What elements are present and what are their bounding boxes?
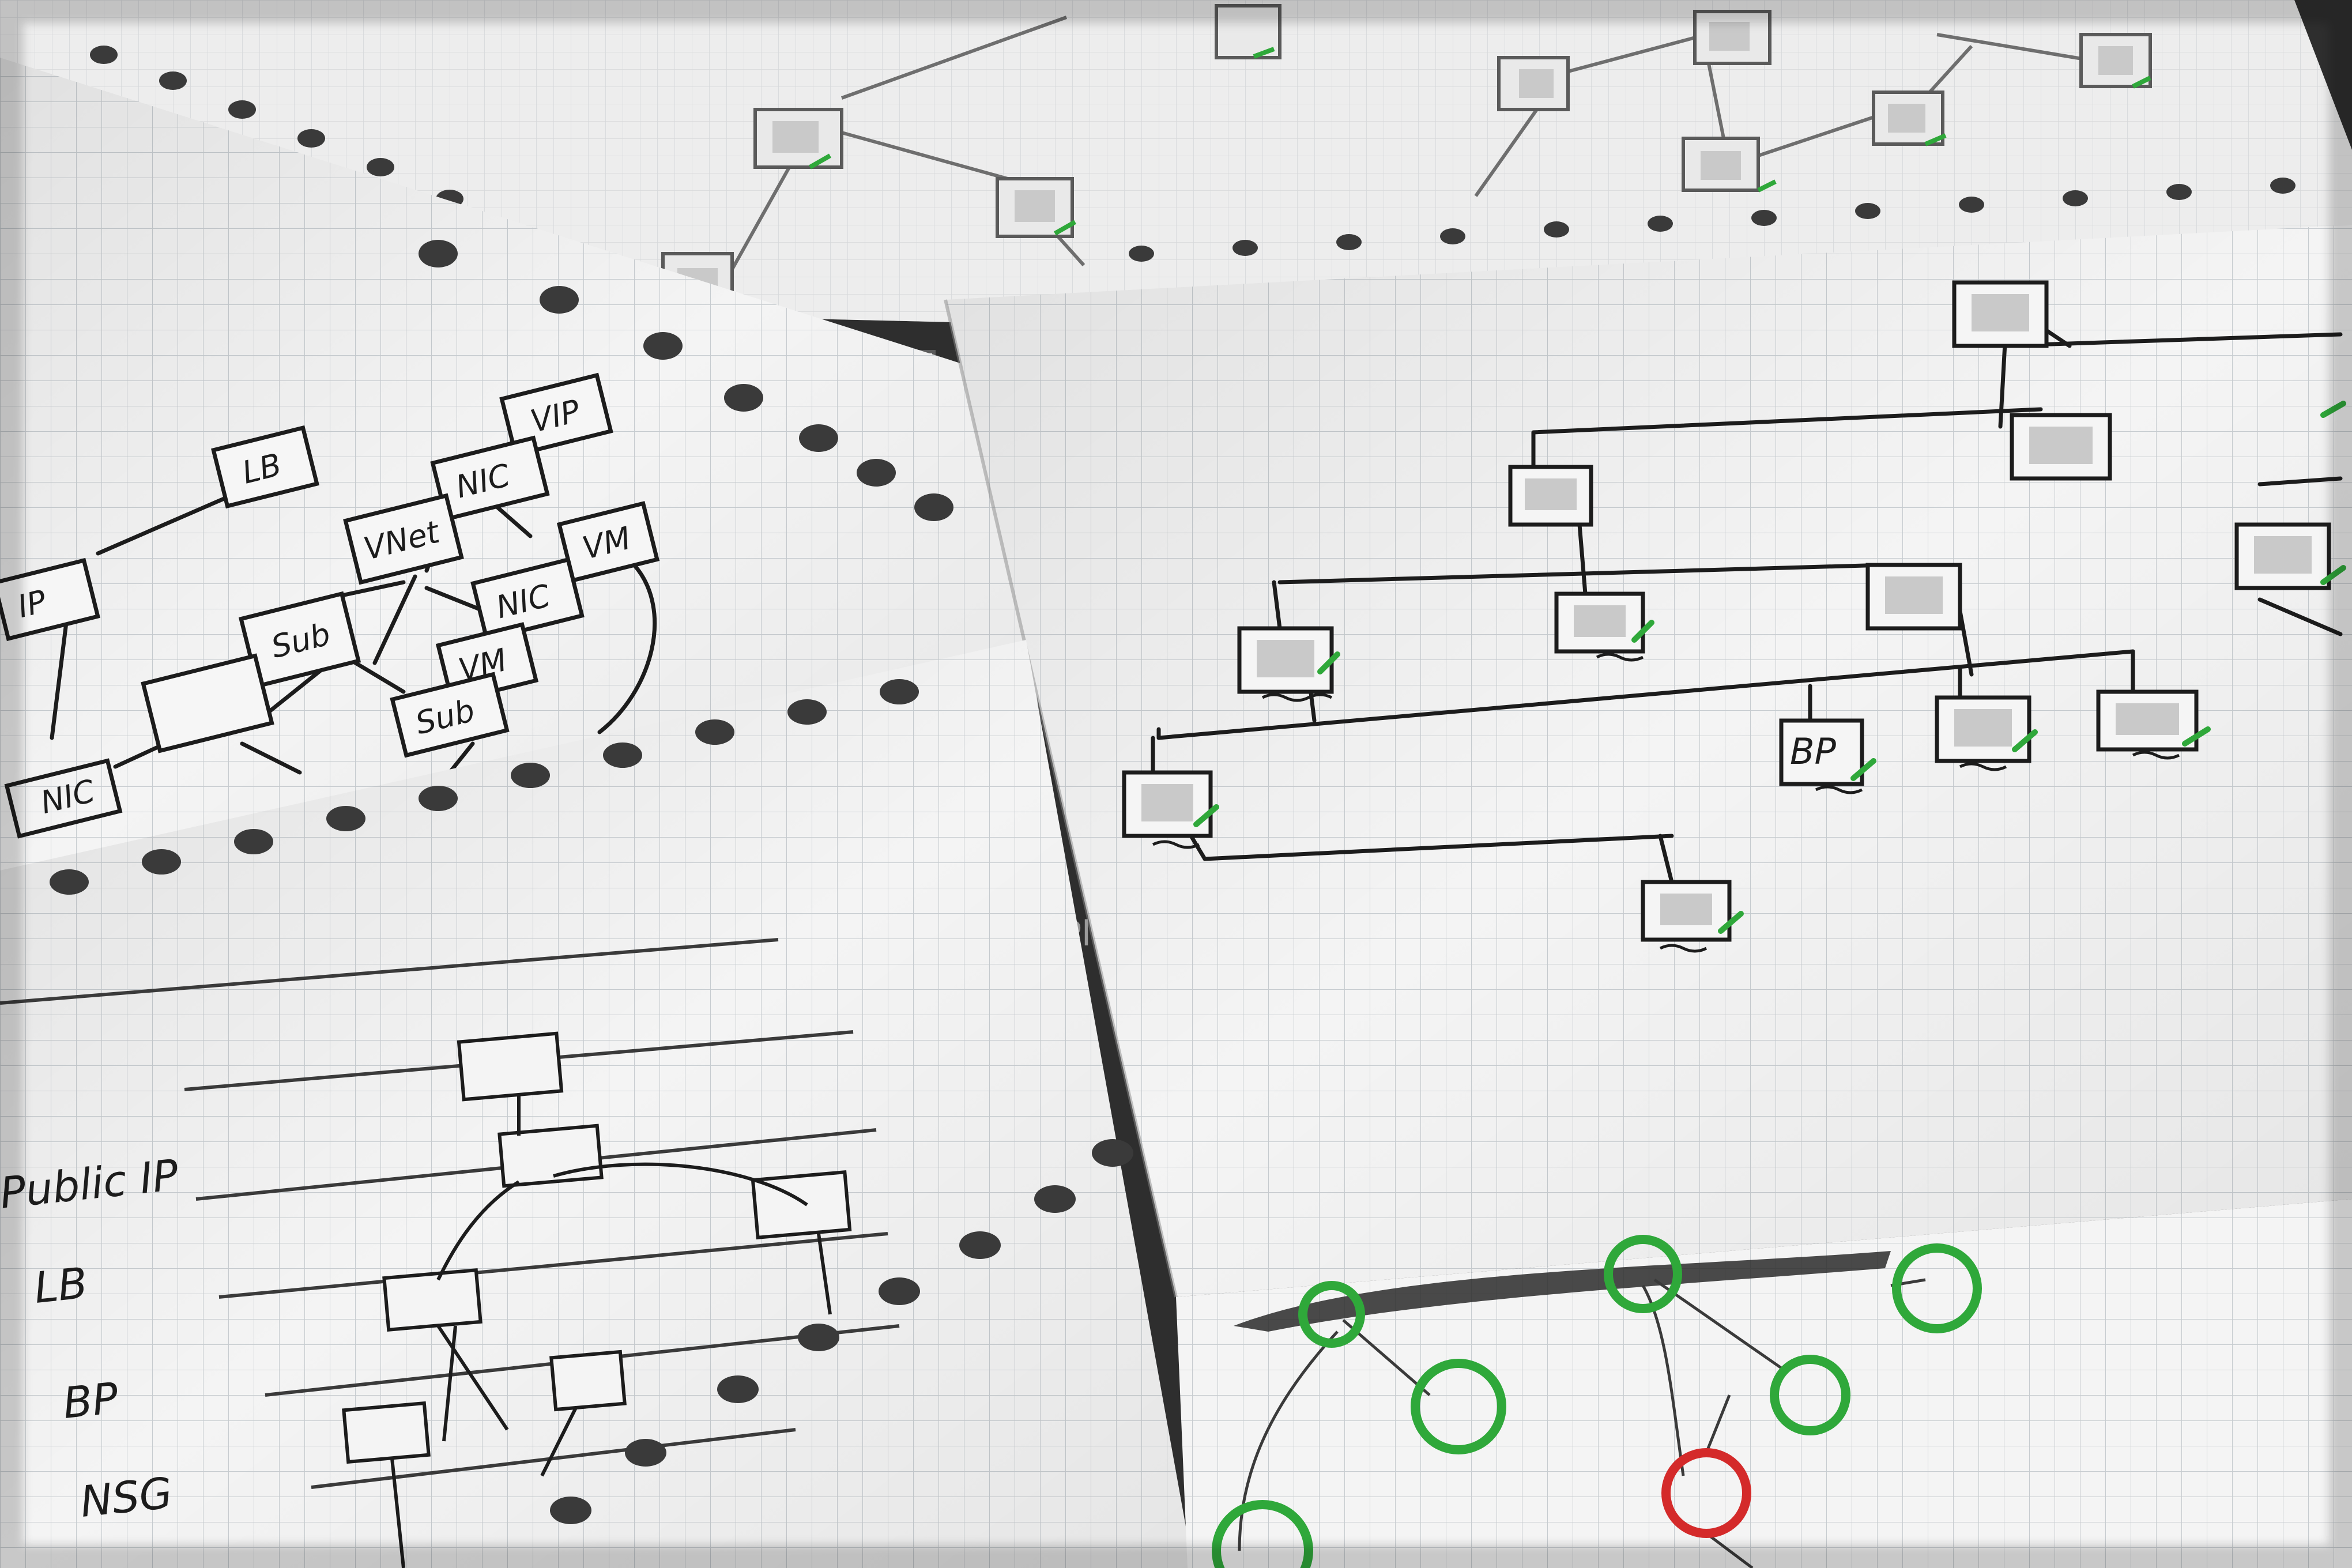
sheet-top-perforations — [90, 46, 2296, 262]
lane-connectors — [390, 1095, 832, 1568]
node-nic-top — [430, 435, 550, 522]
circle-alert — [1661, 1448, 1751, 1538]
circle-ok-5 — [1604, 1235, 1682, 1313]
circle-links — [1238, 1278, 1926, 1568]
node-sub-right — [390, 672, 510, 758]
circle-ok-1 — [1411, 1359, 1506, 1454]
sheet-left: VIP NIC VM LB VNet NIC VM IP Sub Sub NIC — [0, 58, 1049, 894]
circle-ok-2 — [1770, 1355, 1850, 1435]
node-lb — [211, 425, 319, 509]
row-label-lb: LB — [32, 1258, 89, 1313]
node-vnet — [343, 493, 464, 585]
status-circles — [1212, 1235, 1982, 1568]
redacted-labels — [1141, 294, 2312, 925]
node-sub-left — [238, 591, 361, 689]
circle-ok-6 — [1298, 1281, 1365, 1348]
node-vm-low — [141, 653, 274, 753]
sheet-left-nodes — [0, 372, 660, 758]
sheet-bottom-right — [1176, 1199, 2352, 1568]
sheet-right: Pl — [944, 225, 2352, 1298]
node-vm-top — [556, 501, 660, 583]
sheet-top — [0, 0, 2352, 411]
bp-box-label: BP — [1790, 730, 1837, 772]
scribbles — [1152, 653, 2180, 953]
node-nic-mid — [470, 557, 585, 642]
row-label-bp: BP — [61, 1373, 120, 1428]
row-label-nsg: NSG — [78, 1468, 175, 1527]
sheet-left-perforations — [419, 240, 953, 521]
circle-ok-3 — [1892, 1243, 1982, 1333]
tree-node-bp — [1779, 718, 1864, 786]
sheet-bottom-left-perforations — [50, 679, 1133, 1524]
node-vip — [499, 372, 613, 458]
sheet-bottom-left: Public IP LB BP NSG — [0, 640, 1193, 1568]
